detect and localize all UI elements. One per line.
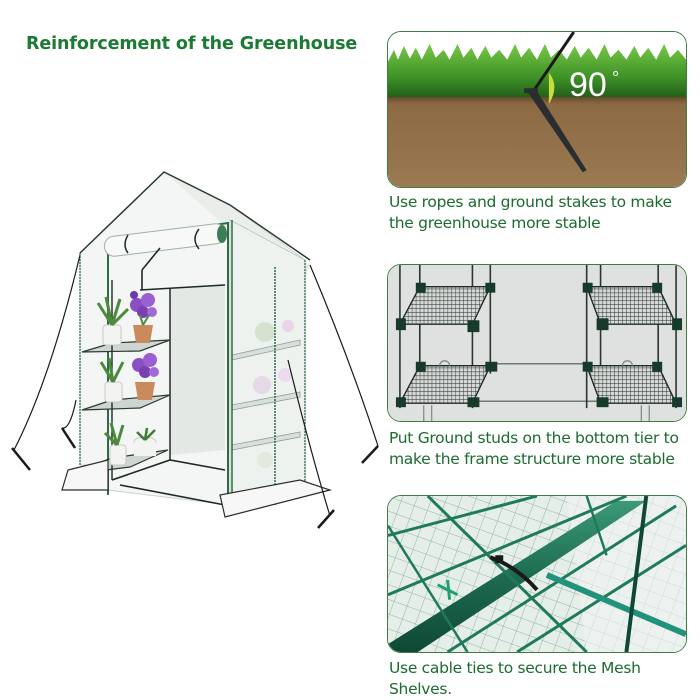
cable-tie-image [387,495,687,653]
ground-stake-image [387,31,687,188]
degree-symbol: ° [612,68,620,88]
caption-line: Use ropes and ground stakes to make [389,193,672,211]
caption-ground-studs: Put Ground studs on the bottom tier to m… [389,428,699,470]
caption-line: Put Ground studs on the bottom tier to [389,429,679,447]
page-title: Reinforcement of the Greenhouse [26,34,358,54]
greenhouse-illustration [0,160,390,540]
caption-line: make the frame structure more stable [389,450,675,468]
shelf-frame-image [387,264,687,422]
caption-line: the greenhouse more stable [389,214,601,232]
caption-cable-ties: Use cable ties to secure the Mesh Shelve… [389,658,699,700]
angle-value: 90 [569,66,607,104]
caption-line: Use cable ties to secure the Mesh Shelve… [389,659,641,698]
caption-ground-stakes: Use ropes and ground stakes to make the … [389,192,699,234]
